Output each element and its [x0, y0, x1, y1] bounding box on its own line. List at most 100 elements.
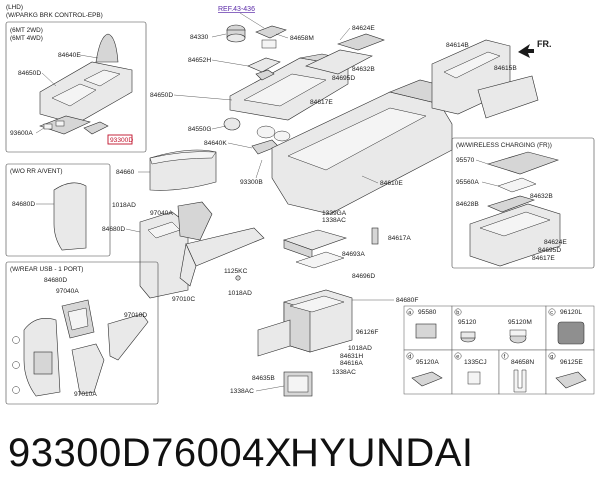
cell-c-letter: c	[550, 310, 553, 316]
cell-c-circle	[548, 308, 556, 316]
grid-cell-b	[451, 305, 547, 351]
label-84624e-w: 84624E	[544, 239, 567, 246]
leader-84640k	[227, 142, 253, 149]
label-84617a: 84617A	[388, 235, 411, 242]
cell-d-letter: d	[408, 354, 411, 360]
label-84658m: 84658M	[290, 35, 314, 42]
leader-84610e	[361, 175, 379, 184]
label-84550g: 84550G	[188, 126, 211, 133]
leader-84658m	[275, 33, 289, 39]
leader-84640e	[79, 54, 99, 59]
console-body-part	[271, 79, 453, 215]
inset-wireless-box	[451, 137, 595, 269]
label-84632b: 84632B	[352, 66, 375, 73]
callout-circle-a	[12, 336, 20, 344]
header-epb: (W/PARKG BRK CONTROL-EPB)	[6, 12, 103, 19]
label-97010a: 97010A	[74, 391, 97, 398]
caption-part-number: 93300D76004X	[8, 431, 292, 475]
clip-bracket-part	[371, 227, 379, 245]
ref-link[interactable]: REF.43-436	[218, 6, 255, 13]
cell-g-plug-icon	[555, 371, 587, 389]
label-84624e-top: 84624E	[352, 25, 375, 32]
inset-usb-box	[5, 261, 159, 405]
label-84640e: 84640E	[58, 52, 81, 59]
label-1125kc: 1125KC	[224, 268, 248, 275]
front-direction-label: FR.	[537, 39, 552, 49]
cell-a-connector-icon	[415, 323, 437, 339]
front-arrow-icon	[518, 44, 534, 58]
highlight-93300d-box	[107, 134, 133, 145]
leader-84624e-top	[339, 27, 351, 41]
charging-pad-part	[486, 151, 559, 193]
shift-bezel-part	[39, 33, 133, 125]
label-1018ad-a: 1018AD	[112, 202, 136, 209]
label-84617e-mid: 84617E	[310, 99, 333, 106]
label-95560a: 95560A	[456, 179, 479, 186]
inset-no-vent-title: (W/O RR A/VENT)	[10, 168, 63, 175]
label-84632b-w: 84632B	[530, 193, 553, 200]
storage-box-part	[283, 289, 353, 353]
label-93300d-highlight[interactable]: 93300D	[110, 137, 133, 144]
label-84650d-b: 84650D	[150, 92, 173, 99]
cell-e-part: 1335CJ	[464, 359, 487, 366]
armrest-lid-part	[149, 149, 217, 191]
rear-vent-part	[139, 201, 213, 299]
label-84680d-b: 84680D	[102, 226, 125, 233]
label-95570: 95570	[456, 157, 475, 164]
cell-a-part: 95580	[418, 309, 437, 316]
label-84680f: 84680F	[396, 297, 418, 304]
epb-switch-part	[255, 25, 287, 49]
ref-leader	[239, 12, 265, 29]
label-84616a: 84616A	[340, 360, 363, 367]
leader-84652h	[211, 59, 249, 67]
cell-b-part-2: 95120M	[508, 319, 532, 326]
label-93600a: 93600A	[10, 130, 33, 137]
label-84680d-c: 84680D	[44, 277, 67, 284]
cell-b-letter: b	[456, 310, 459, 316]
console-side-panel-part	[477, 75, 539, 119]
callout-circle-c	[12, 386, 20, 394]
usb-duct-part	[71, 313, 149, 395]
cell-b-part-1: 95120	[458, 319, 477, 326]
leader-93600a	[35, 127, 45, 134]
console-tray-part	[283, 229, 347, 269]
inset-6mt-title-2: (6MT 4WD)	[10, 35, 43, 42]
air-duct-part	[179, 227, 265, 287]
label-84628b: 84628B	[456, 201, 479, 208]
storage-tray-part	[305, 33, 385, 75]
usb-vent-part	[61, 299, 95, 339]
label-97010d: 97010D	[124, 312, 147, 319]
label-84635b: 84635B	[252, 375, 275, 382]
label-84652h: 84652H	[188, 57, 211, 64]
label-84640k: 84640K	[204, 140, 227, 147]
cell-d-part: 95120A	[416, 359, 439, 366]
label-84610e: 84610E	[380, 180, 403, 187]
cell-d-plug-icon	[411, 371, 443, 387]
label-84614b: 84614B	[446, 42, 469, 49]
leader-84330	[211, 33, 227, 38]
label-1339ga: 1339GA	[322, 210, 347, 217]
leader-84680d-b	[125, 228, 141, 233]
cell-g-letter: g	[550, 354, 553, 360]
cell-f-letter: f	[504, 354, 506, 360]
label-84615b: 84615B	[494, 65, 517, 72]
usb-trim-panel-part	[23, 318, 61, 397]
label-1338ac-a: 1338AC	[322, 217, 346, 224]
cell-f-circle	[501, 352, 509, 360]
cell-g-part: 96125E	[560, 359, 583, 366]
callout-circle-b	[12, 361, 20, 369]
cup-holder-part	[223, 117, 291, 155]
shift-lever-boot-part	[226, 24, 246, 43]
leader-95570	[475, 159, 489, 165]
leader-93300b	[255, 159, 263, 179]
cell-e-clip-icon	[467, 371, 481, 385]
cell-f-part: 84658N	[511, 359, 534, 366]
label-93300b: 93300B	[240, 179, 263, 186]
inset-no-vent-box	[5, 163, 111, 257]
inset-6mt-box	[5, 21, 147, 153]
leader-84550g	[211, 125, 227, 130]
label-1018ad-b: 1018AD	[228, 290, 252, 297]
label-96126f: 96126F	[356, 329, 378, 336]
leader-1338ac-c	[255, 385, 285, 392]
